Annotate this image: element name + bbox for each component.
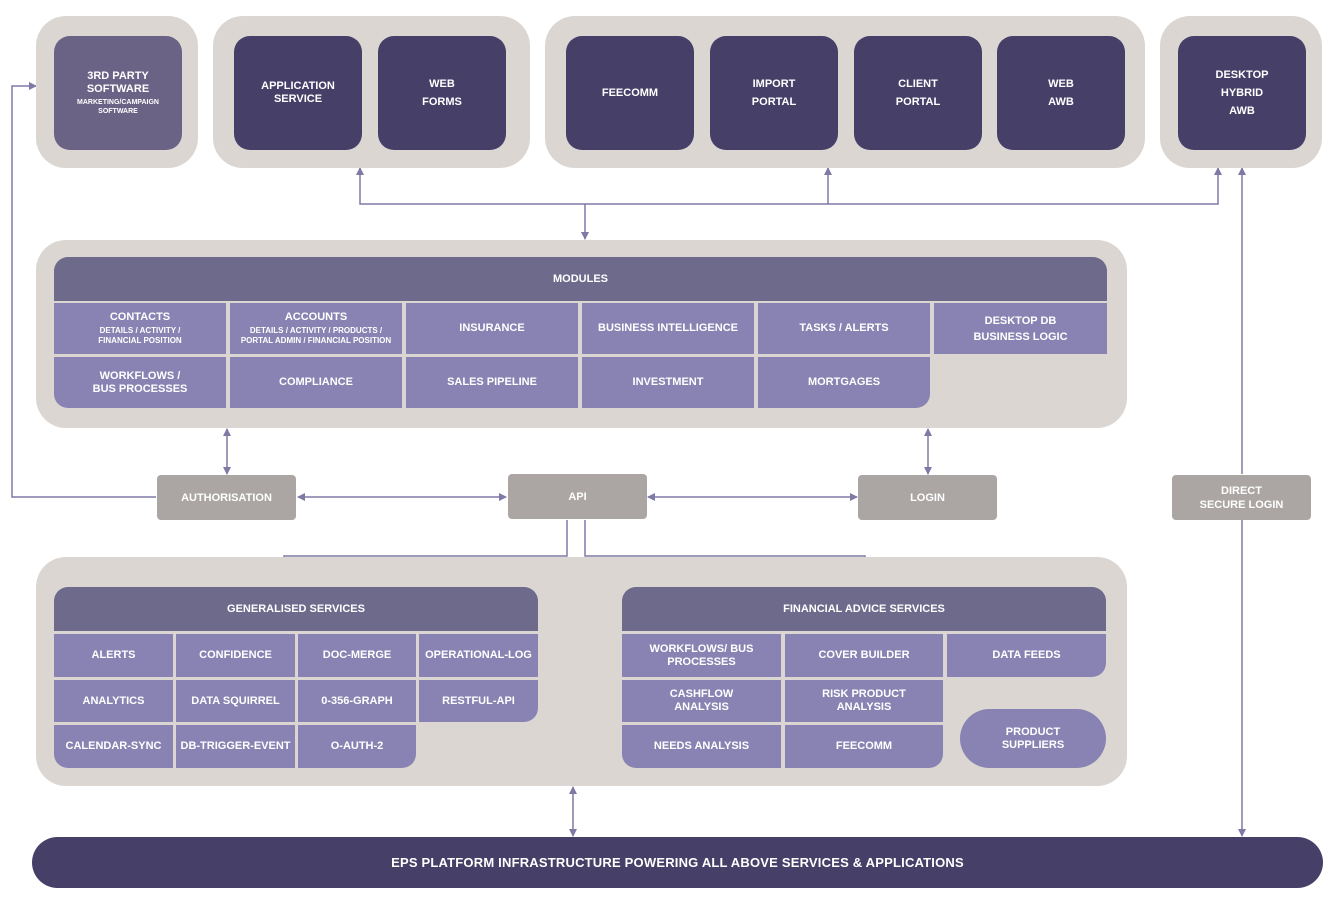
service-db-trigger-event[interactable]: DB-TRIGGER-EVENT — [176, 725, 295, 768]
module-mortgages[interactable]: MORTGAGES — [758, 357, 930, 408]
module-insurance[interactable]: INSURANCE — [406, 303, 578, 354]
service-doc-merge[interactable]: DOC-MERGE — [298, 634, 416, 677]
module-business-intelligence[interactable]: BUSINESS INTELLIGENCE — [582, 303, 754, 354]
module-desktop-db[interactable]: DESKTOP DB BUSINESS LOGIC — [934, 303, 1107, 354]
module-accounts-sub: DETAILS / ACTIVITY / PRODUCTS / PORTAL A… — [240, 326, 392, 345]
financial-product-suppliers[interactable]: PRODUCT SUPPLIERS — [960, 709, 1106, 768]
client-portal-box[interactable]: CLIENT PORTAL — [854, 36, 982, 150]
module-contacts-title: CONTACTS — [109, 311, 171, 323]
module-accounts[interactable]: ACCOUNTS DETAILS / ACTIVITY / PRODUCTS /… — [230, 303, 402, 354]
web-forms-box[interactable]: WEB FORMS — [378, 36, 506, 150]
modules-header: MODULES — [54, 257, 1107, 301]
third-party-title: 3RD PARTY SOFTWARE — [86, 70, 150, 95]
service-calendar-sync[interactable]: CALENDAR-SYNC — [54, 725, 173, 768]
module-sales-pipeline[interactable]: SALES PIPELINE — [406, 357, 578, 408]
eps-platform-bar: EPS PLATFORM INFRASTRUCTURE POWERING ALL… — [32, 837, 1323, 888]
financial-cashflow[interactable]: CASHFLOW ANALYSIS — [622, 680, 781, 722]
service-analytics[interactable]: ANALYTICS — [54, 680, 173, 722]
service-data-squirrel[interactable]: DATA SQUIRREL — [176, 680, 295, 722]
application-service-box[interactable]: APPLICATION SERVICE — [234, 36, 362, 150]
financial-cover-builder[interactable]: COVER BUILDER — [785, 634, 943, 677]
login-box[interactable]: LOGIN — [858, 475, 997, 520]
authorisation-box[interactable]: AUTHORISATION — [157, 475, 296, 520]
service-o-auth-2[interactable]: O-AUTH-2 — [298, 725, 416, 768]
financial-needs-analysis[interactable]: NEEDS ANALYSIS — [622, 725, 781, 768]
module-accounts-title: ACCOUNTS — [284, 311, 348, 323]
financial-advice-header: FINANCIAL ADVICE SERVICES — [622, 587, 1106, 631]
financial-risk-product[interactable]: RISK PRODUCT ANALYSIS — [785, 680, 943, 722]
direct-secure-login-box[interactable]: DIRECT SECURE LOGIN — [1172, 475, 1311, 520]
service-restful-api[interactable]: RESTFUL-API — [419, 680, 538, 722]
module-workflows[interactable]: WORKFLOWS / BUS PROCESSES — [54, 357, 226, 408]
service-graph[interactable]: 0-356-GRAPH — [298, 680, 416, 722]
service-operational-log[interactable]: OPERATIONAL-LOG — [419, 634, 538, 677]
feecomm-box[interactable]: FEECOMM — [566, 36, 694, 150]
financial-feecomm[interactable]: FEECOMM — [785, 725, 943, 768]
service-confidence[interactable]: CONFIDENCE — [176, 634, 295, 677]
desktop-hybrid-awb-box[interactable]: DESKTOP HYBRID AWB — [1178, 36, 1306, 150]
generalised-services-header: GENERALISED SERVICES — [54, 587, 538, 631]
import-portal-box[interactable]: IMPORT PORTAL — [710, 36, 838, 150]
module-compliance[interactable]: COMPLIANCE — [230, 357, 402, 408]
module-contacts[interactable]: CONTACTS DETAILS / ACTIVITY / FINANCIAL … — [54, 303, 226, 354]
third-party-software-box[interactable]: 3RD PARTY SOFTWARE MARKETING/CAMPAIGN SO… — [54, 36, 182, 150]
module-contacts-sub: DETAILS / ACTIVITY / FINANCIAL POSITION — [98, 326, 182, 345]
third-party-subtitle: MARKETING/CAMPAIGN SOFTWARE — [77, 99, 159, 115]
financial-workflows[interactable]: WORKFLOWS/ BUS PROCESSES — [622, 634, 781, 677]
api-box[interactable]: API — [508, 474, 647, 519]
module-tasks-alerts[interactable]: TASKS / ALERTS — [758, 303, 930, 354]
service-alerts[interactable]: ALERTS — [54, 634, 173, 677]
financial-data-feeds[interactable]: DATA FEEDS — [947, 634, 1106, 677]
web-awb-box[interactable]: WEB AWB — [997, 36, 1125, 150]
module-investment[interactable]: INVESTMENT — [582, 357, 754, 408]
